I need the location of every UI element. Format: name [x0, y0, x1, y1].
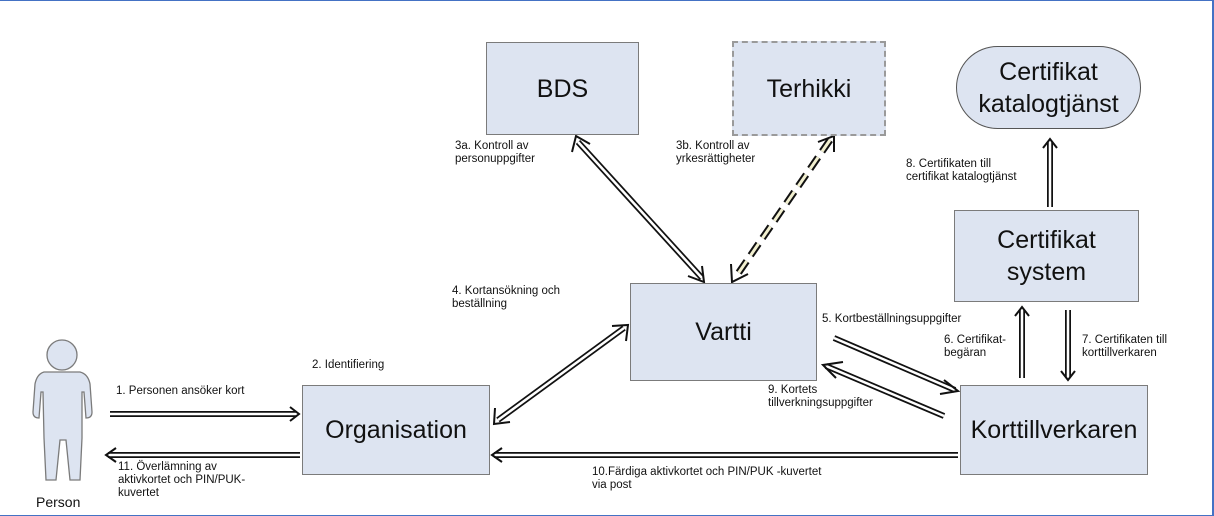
- arrow-bds-vartti: [571, 134, 706, 284]
- label-1: 1. Personen ansöker kort: [116, 385, 245, 397]
- label-3b: 3b. Kontroll av yrkesrättigheter: [676, 140, 755, 166]
- arrow-korttillverkaren-organisation: [490, 447, 958, 463]
- label-6-line2: begäran: [944, 347, 987, 359]
- arrow-organisation-vartti: [492, 323, 630, 426]
- arrow-certifikatbegaran: [1014, 305, 1030, 378]
- label-11-line1: 11. Överlämning av: [118, 461, 217, 473]
- label-3a: 3a. Kontroll av personuppgifter: [455, 140, 535, 166]
- label-9-line1: 9. Kortets: [768, 384, 818, 396]
- node-cert-catalog-line1: Certifikat: [999, 57, 1098, 86]
- label-10: 10.Färdiga aktivkortet och PIN/PUK -kuve…: [592, 466, 821, 492]
- label-4-line2: beställning: [452, 298, 507, 310]
- node-certifikat-katalogtjanst: Certifikat katalogtjänst: [956, 46, 1141, 129]
- label-7-line1: 7. Certifikaten till: [1082, 334, 1168, 346]
- label-6-line1: 6. Certifikat-: [944, 334, 1006, 346]
- label-11-line2: aktivkortet och PIN/PUK-: [118, 474, 246, 486]
- label-11-line3: kuvertet: [118, 487, 159, 499]
- label-10-line2: via post: [592, 479, 632, 491]
- node-bds-label: BDS: [536, 74, 589, 103]
- label-7-line2: korttillverkaren: [1082, 347, 1157, 359]
- person-label: Person: [36, 494, 81, 510]
- label-5: 5. Kortbeställningsuppgifter: [822, 313, 962, 325]
- node-cert-system-line2: system: [1006, 258, 1087, 286]
- label-4-line1: 4. Kortansökning och: [452, 285, 561, 297]
- node-vartti-label: Vartti: [695, 318, 752, 346]
- arrow-person-organisation: [110, 406, 301, 422]
- label-11: 11. Överlämning av aktivkortet och PIN/P…: [118, 461, 245, 500]
- arrow-terhikki-vartti: [730, 134, 835, 284]
- label-3a-line1: 3a. Kontroll av: [455, 140, 529, 152]
- label-8-line2: certifikat katalogtjänst: [906, 171, 1017, 183]
- arrow-certsystem-catalog: [1042, 137, 1058, 207]
- node-korttillverkaren: Korttillverkaren: [960, 385, 1148, 475]
- arrow-kortbestallning: [832, 335, 961, 395]
- node-terhikki-label: Terhikki: [766, 74, 852, 103]
- node-organisation: Organisation: [302, 385, 490, 475]
- node-bds: BDS: [486, 42, 639, 135]
- label-9-line2: tillverkningsuppgifter: [768, 397, 873, 409]
- node-cert-catalog-line2: katalogtjänst: [978, 89, 1119, 118]
- node-terhikki: Terhikki: [732, 41, 886, 136]
- node-korttillverkaren-label: Korttillverkaren: [970, 416, 1138, 444]
- node-certifikat-system: Certifikat system: [954, 210, 1139, 302]
- label-3b-line1: 3b. Kontroll av: [676, 140, 750, 152]
- label-7: 7. Certifikaten till korttillverkaren: [1082, 334, 1167, 360]
- arrow-certifikaten-korttillverkaren: [1060, 310, 1076, 382]
- label-8: 8. Certifikaten till certifikat katalogt…: [906, 158, 1017, 184]
- label-9: 9. Kortets tillverkningsuppgifter: [768, 384, 873, 410]
- label-4: 4. Kortansökning och beställning: [452, 285, 560, 311]
- label-3a-line2: personuppgifter: [455, 153, 535, 165]
- label-3b-line2: yrkesrättigheter: [676, 153, 756, 165]
- label-8-line1: 8. Certifikaten till: [906, 158, 992, 170]
- label-2: 2. Identifiering: [312, 359, 385, 371]
- person-figure: [32, 339, 93, 481]
- arrow-organisation-person: [104, 447, 300, 463]
- label-10-line1: 10.Färdiga aktivkortet och PIN/PUK -kuve…: [592, 466, 822, 478]
- node-cert-system-line1: Certifikat: [997, 226, 1096, 254]
- node-vartti: Vartti: [630, 283, 817, 381]
- label-6: 6. Certifikat- begäran: [944, 334, 1006, 360]
- node-organisation-label: Organisation: [325, 416, 467, 444]
- arrow-tillverkningsuppgifter: [820, 361, 946, 419]
